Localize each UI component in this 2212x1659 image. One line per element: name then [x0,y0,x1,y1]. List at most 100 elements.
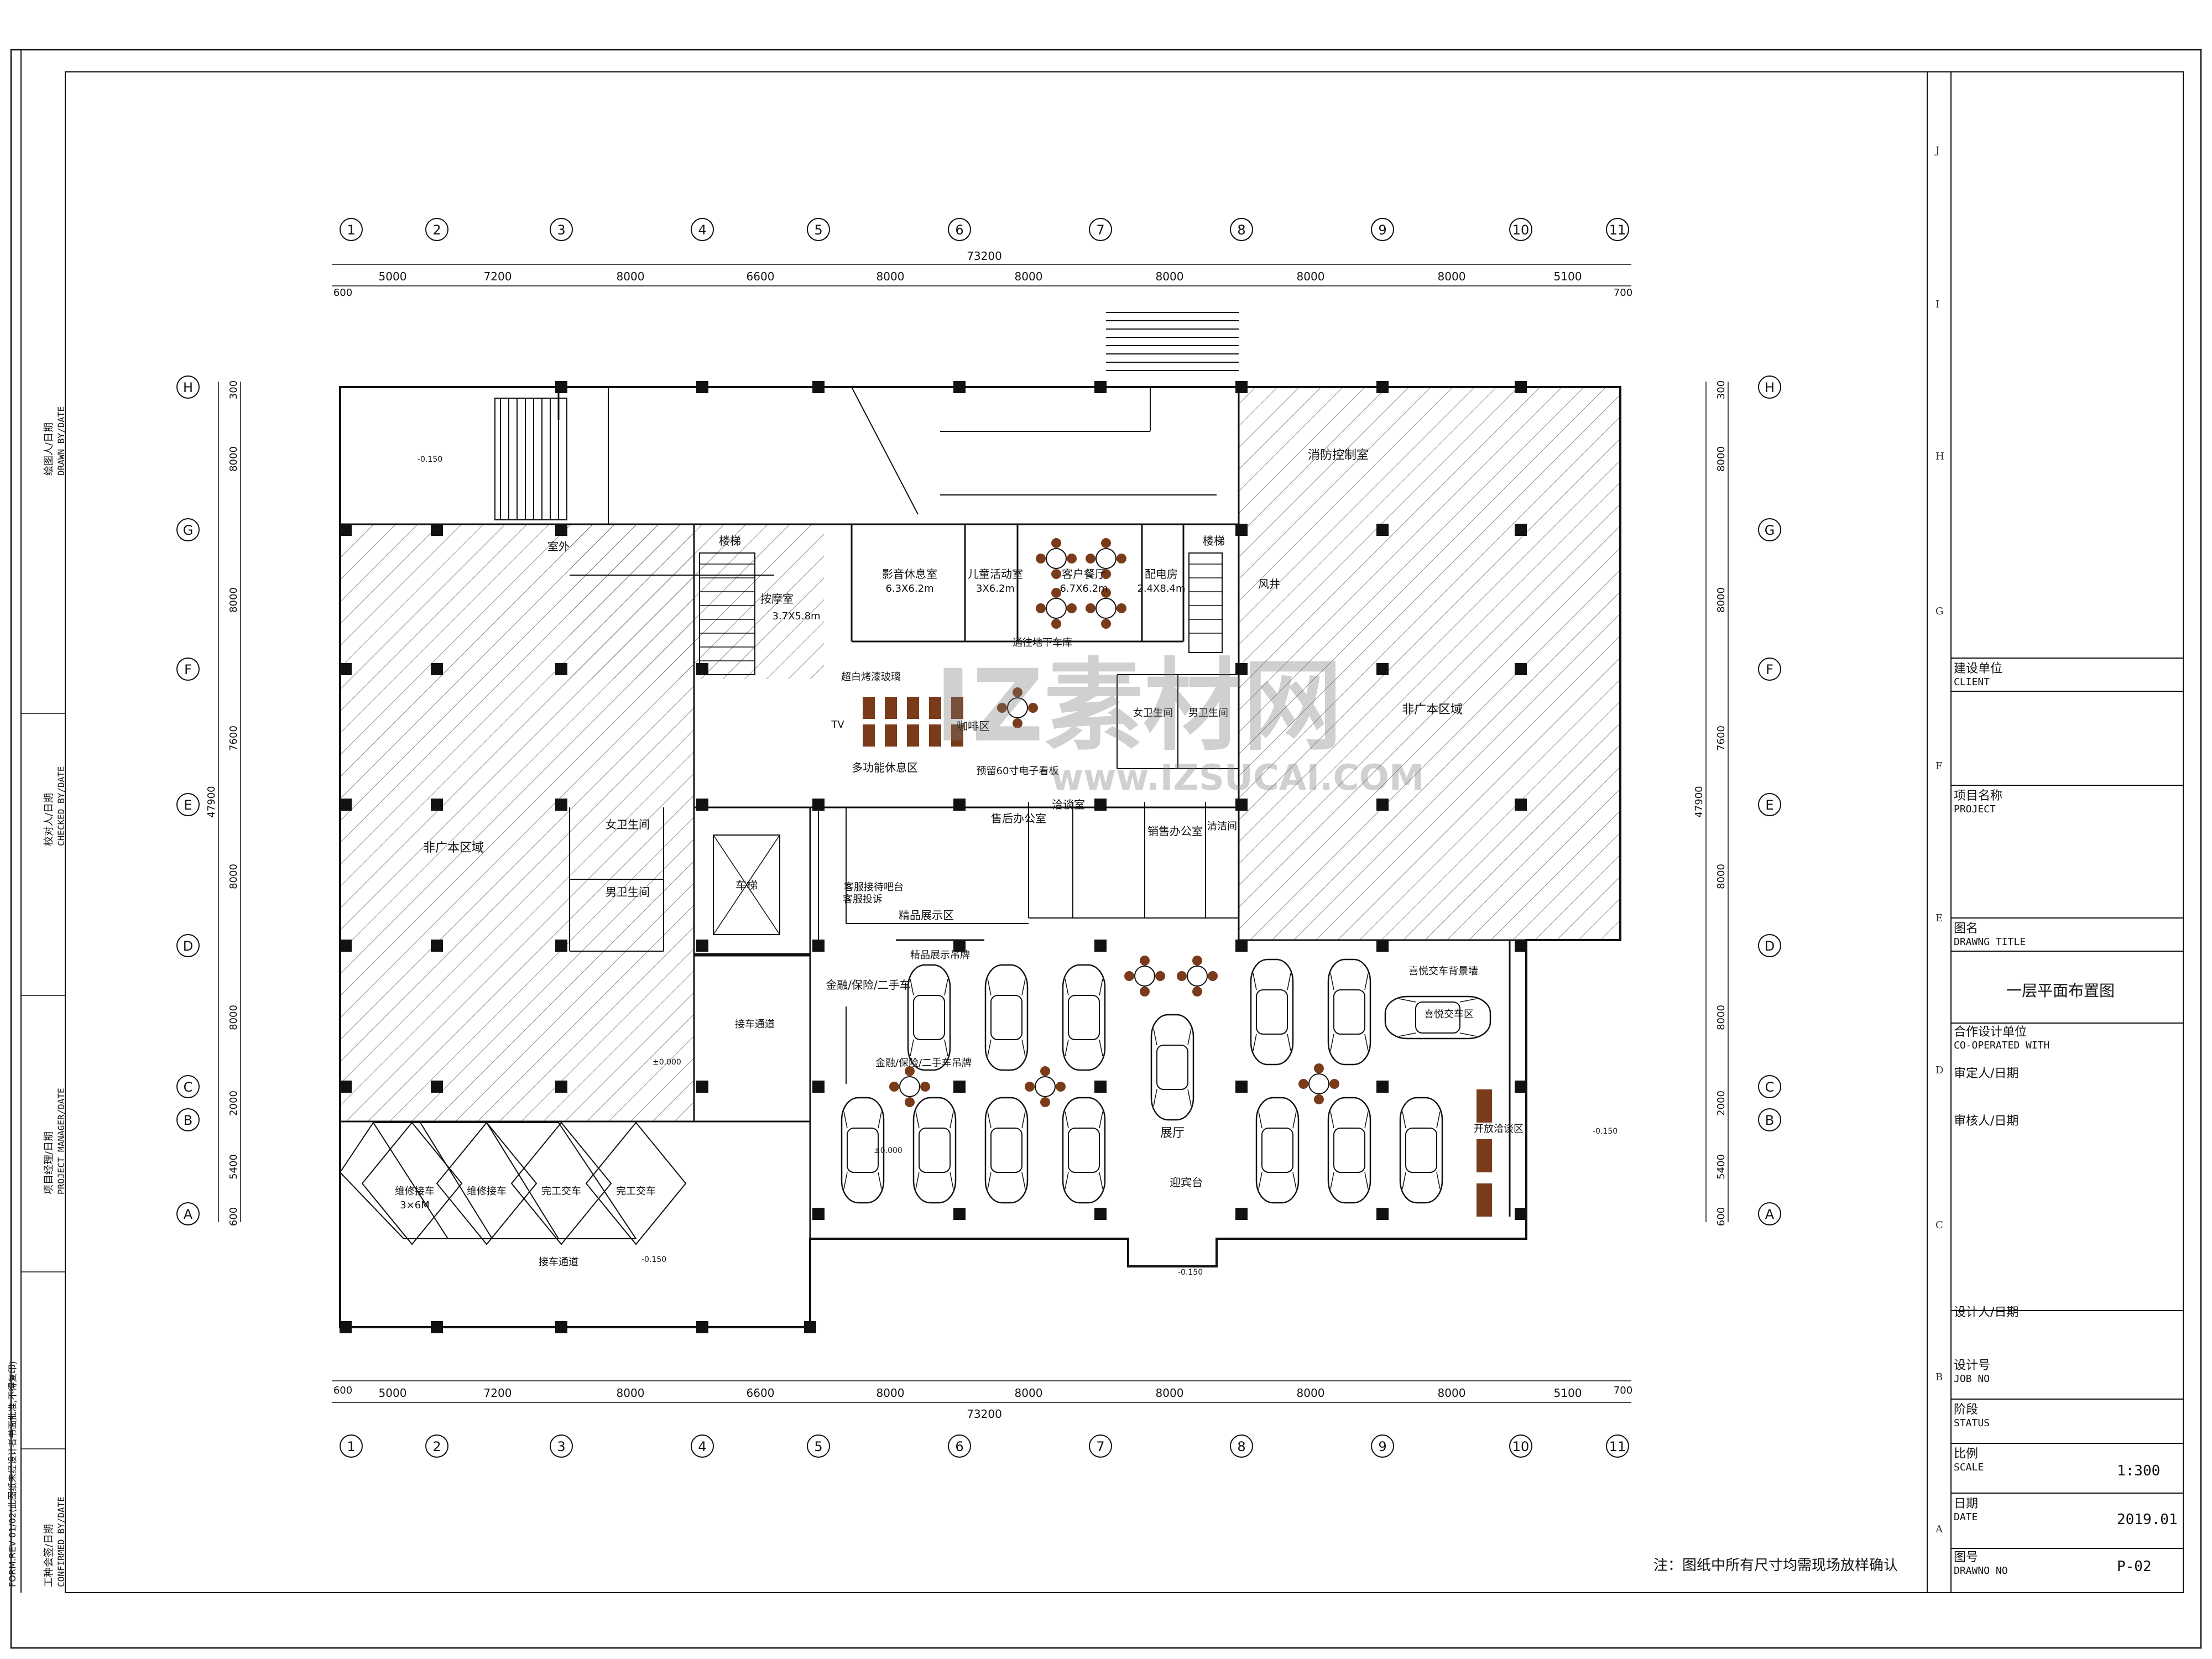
grid-row-label: D [1765,938,1775,954]
room-label: TV [831,719,844,731]
grid-col-label: 1 [347,222,355,238]
grid-row-bubble-A: A [1758,1202,1781,1225]
col-spacing-bottom: 8000 [1438,1386,1466,1400]
project-label-en: PROJECT [1954,804,1996,815]
right-zone-hatch [1238,386,1621,941]
drawing-no-value: P-02 [2117,1558,2152,1575]
grid-col-bubble-5: 5 [807,218,830,241]
room-label: 男卫生间 [1188,707,1228,719]
grid-col-bubble-1: 1 [340,218,363,241]
grid-col-bubble-9: 9 [1371,218,1394,241]
grid-col-bubble-2: 2 [425,218,448,241]
room-label: 楼梯 [1203,534,1225,547]
drawing-title: 一层平面布置图 [2006,982,2115,1000]
col-spacing-top: 7200 [484,270,512,283]
grid-row-label: A [1765,1207,1775,1222]
outer-frame [10,49,2202,1649]
row-spacing: 8000 [1715,864,1727,889]
row-spacing: 5400 [228,1154,239,1180]
grid-col-bubble-1: 1 [340,1434,363,1458]
room-label: 接车通道 [735,1019,775,1030]
grid-row-label: C [184,1079,193,1095]
room-label: 女卫生间 [606,818,650,831]
grid-col-label: 5 [814,1439,822,1454]
grid-col-label: 4 [698,1439,706,1454]
grid-row-bubble-A: A [176,1202,200,1225]
room-label: 客户餐厅 [1062,567,1106,581]
level-mark: -0.150 [1178,1268,1203,1277]
cooperated-label: 合作设计单位 [1954,1025,2027,1039]
col-spacing-bottom: 8000 [877,1386,905,1400]
room-label: 展厅 [1160,1126,1185,1140]
grid-col-bubble-10: 10 [1509,218,1532,241]
date-label: 日期 [1954,1497,1979,1511]
grid-row-label: D [183,938,193,954]
row-spacing: 8000 [228,1005,239,1030]
grid-col-label: 5 [814,222,822,238]
row-spacing: 600 [228,1207,239,1226]
showroom-cars [841,958,1491,1204]
room-label: 3X6.2m [976,583,1015,594]
col-spacing-top: 5000 [379,270,407,283]
grid-row-bubble-D: D [1758,934,1781,957]
room-label: 配电房 [1145,567,1178,581]
total-width-bottom: 73200 [967,1407,1002,1421]
row-spacing: 600 [1715,1207,1727,1226]
grid-row-label: F [1766,662,1773,677]
job-no-label-en: JOB NO [1954,1373,1990,1385]
grid-row-bubble-C: C [176,1075,200,1098]
grid-row-label: F [184,662,192,677]
room-label: 通往地下车库 [1013,637,1072,649]
room-label: 3×6M [400,1199,430,1211]
grid-col-label: 11 [1609,222,1626,238]
end-offset-left-bottom: 600 [333,1385,352,1396]
approved-by-label: 审定人/日期 [1954,1067,2019,1081]
room-label: 多功能休息区 [852,761,918,774]
grid-row-bubble-D: D [176,934,200,957]
room-label: 售后办公室 [991,812,1046,825]
room-label: 风井 [1258,577,1280,591]
room-label: 开放洽谈区 [1474,1123,1524,1135]
grid-row-bubble-G: G [176,518,200,541]
grid-col-label: 1 [347,1439,355,1454]
grid-col-label: 8 [1237,1439,1245,1454]
scale-label: 比例 [1954,1447,1979,1461]
grid-col-bubble-10: 10 [1509,1434,1532,1458]
room-label: 销售办公室 [1147,825,1203,838]
revision-letter: G [1936,606,1944,617]
level-mark: ±0.000 [874,1146,902,1155]
row-spacing: 8000 [1715,446,1727,472]
grid-row-bubble-H: H [176,375,200,399]
room-label: 喜悦交车背景墙 [1408,966,1478,977]
room-label: 喜悦交车区 [1424,1009,1474,1020]
grid-col-bubble-11: 11 [1606,1434,1629,1458]
room-label: 男卫生间 [606,885,650,899]
job-no-label: 设计号 [1954,1359,1991,1373]
row-spacing: 8000 [228,446,239,472]
end-offset-right: 700 [1614,287,1632,299]
grid-col-label: 6 [955,222,963,238]
grid-col-bubble-11: 11 [1606,218,1629,241]
room-label: 金融/保险/二手车 [826,978,910,992]
grid-row-bubble-B: B [1758,1108,1781,1131]
row-spacing: 7600 [228,726,239,751]
status-label: 阶段 [1954,1403,1979,1417]
row-spacing: 8000 [1715,587,1727,613]
room-label: 洽谈室 [1052,798,1085,811]
room-label: 完工交车 [541,1186,581,1197]
room-label: 金融/保险/二手车吊牌 [875,1057,972,1069]
row-spacing: 8000 [1715,1005,1727,1030]
col-spacing-bottom: 8000 [1015,1386,1043,1400]
room-label: 消防控制室 [1308,448,1369,462]
room-label: 女卫生间 [1133,707,1173,719]
grid-col-bubble-7: 7 [1089,1434,1112,1458]
room-label: 3.7X5.8m [772,611,820,622]
date-value: 2019.01 [2117,1511,2178,1528]
room-label: 影音休息室 [882,567,937,581]
room-label: 按摩室 [760,592,794,606]
row-spacing: 5400 [1715,1154,1727,1180]
level-mark: ±0.000 [653,1058,681,1067]
drawing-no-label-en: DRAWNO NO [1954,1565,2008,1577]
